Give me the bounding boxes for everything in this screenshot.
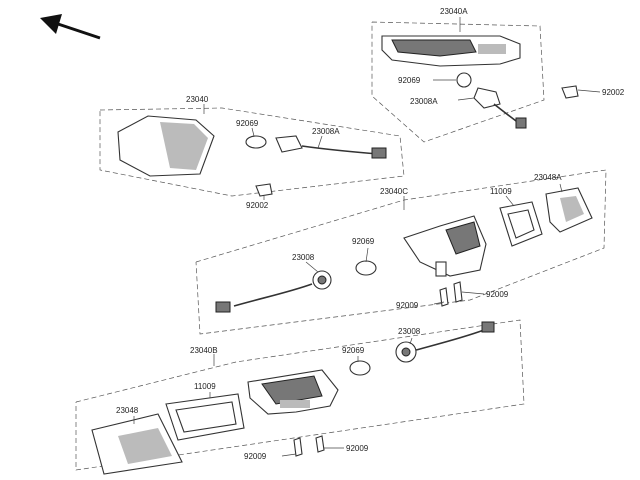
assembly-23040A — [371, 17, 601, 143]
callout-23008A: 23008A — [312, 127, 340, 136]
assembly-23040 — [99, 104, 405, 200]
callout-92009: 92009 — [244, 452, 267, 461]
assembly-23040C — [195, 169, 607, 335]
callout-92002: 92002 — [246, 201, 269, 210]
callout-23048A: 23048A — [534, 173, 562, 182]
callout-92069: 92069 — [342, 346, 365, 355]
callout-92002: 92002 — [602, 88, 625, 97]
callout-23008: 23008 — [292, 253, 315, 262]
callout-11009: 11009 — [490, 187, 512, 196]
callout-23040B: 23040B — [190, 346, 218, 355]
callout-11009: 11009 — [194, 382, 216, 391]
callout-23040C: 23040C — [380, 187, 408, 196]
assembly-23040B — [75, 319, 525, 475]
callout-23008: 23008 — [398, 327, 421, 336]
callout-92069: 92069 — [398, 76, 421, 85]
callout-92069: 92069 — [352, 237, 375, 246]
callout-23040A: 23040A — [440, 7, 468, 16]
arrow-icon — [40, 14, 101, 40]
callout-92069: 92069 — [236, 119, 259, 128]
callout-92009: 92009 — [346, 444, 369, 453]
callout-92009: 92009 — [396, 301, 419, 310]
callout-23048: 23048 — [116, 406, 139, 415]
callout-23040: 23040 — [186, 95, 209, 104]
callout-92009: 92009 — [486, 290, 509, 299]
callout-23008A: 23008A — [410, 97, 438, 106]
